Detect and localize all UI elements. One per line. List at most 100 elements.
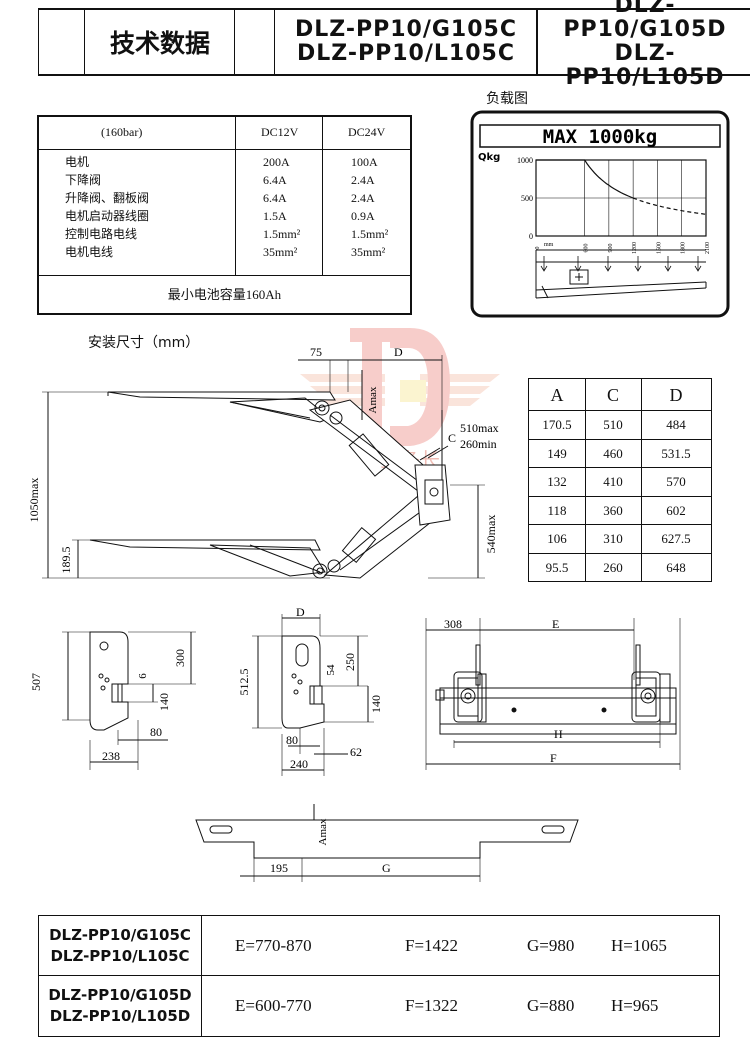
dim-54: 54 [325, 664, 337, 676]
tech-row-dc12: 6.4A [263, 191, 287, 205]
dim-140-left: 140 [157, 693, 171, 711]
y-tick-label: 0 [529, 232, 533, 241]
tech-row-dc24: 2.4A [351, 173, 375, 187]
dim-cell: 570 [666, 474, 686, 489]
dim-cell: 95.5 [545, 559, 569, 575]
header-title-cell: 技术数据 [84, 10, 235, 74]
dim-D-mid: D [296, 605, 305, 619]
tech-row-label: 电机启动器线圈 [65, 209, 150, 223]
y-tick-label: 1000 [517, 156, 533, 165]
dim-189-5: 189.5 [59, 547, 73, 574]
dim-D-top: D [394, 345, 403, 359]
load-arrow-head [574, 265, 582, 272]
dim-540max: 540max [484, 515, 498, 554]
dim-cell: 531.5 [661, 445, 691, 461]
header-blank-cell [38, 10, 85, 74]
chart-ticks: 0 600 900 1200 1500 1800 2100 0 500 1000 mm [517, 156, 711, 254]
dim-G: G [382, 861, 391, 875]
tech-row-dc12: 1.5mm² [263, 227, 301, 241]
bottom-value-H: H=965 [611, 996, 659, 1015]
tech-row-dc24: 35mm² [351, 245, 386, 259]
tech-row-dc24: 2.4A [351, 191, 375, 205]
load-arrow-head [540, 265, 548, 272]
model-c-line1: DLZ-PP10/G105C [294, 17, 517, 42]
max-load-label: MAX 1000kg [543, 126, 657, 148]
dim-cell: 460 [603, 445, 623, 461]
dim-1050max: 1050max [30, 478, 41, 523]
dim-C: C [448, 431, 456, 445]
header-gap-cell [234, 10, 275, 74]
bottom-model-cell: DLZ-PP10/G105C DLZ-PP10/L105C [39, 925, 201, 967]
tech-row-label: 控制电路电线 [65, 227, 138, 241]
x-tick-label: 1500 [656, 242, 662, 254]
y-tick-label: 500 [521, 194, 533, 203]
col-dc12: DC12V [261, 125, 299, 139]
dim-512-5: 512.5 [237, 669, 251, 696]
tech-row-dc24: 0.9A [351, 209, 375, 223]
x-tick-label: 900 [608, 244, 614, 253]
tech-row-dc12: 1.5A [263, 209, 287, 223]
bottom-model-line1: DLZ-PP10/G105C [49, 926, 191, 944]
tech-row-dc12: 35mm² [263, 245, 298, 259]
dim-300: 300 [173, 649, 187, 667]
install-side-view: 1050max 189.5 540max 75 D Amax C 510max … [30, 345, 499, 579]
dim-80-mid: 80 [286, 733, 298, 747]
min-battery: 最小电池容量160Ah [167, 287, 282, 302]
tech-row-dc24: 1.5mm² [351, 227, 389, 241]
x-tick-label: 600 [584, 244, 590, 253]
tech-row-label: 电机 [65, 155, 90, 169]
dim-cell: 484 [666, 417, 686, 432]
col-dc24: DC24V [348, 125, 386, 139]
col-pressure: (160bar) [101, 125, 143, 139]
dim-6: 6 [137, 673, 149, 679]
bottom-value-E: E=770-870 [235, 936, 312, 955]
header-title: 技术数据 [109, 29, 210, 58]
tech-row-label: 升降阀、翻板阀 [65, 191, 150, 205]
load-curve [536, 159, 634, 199]
dim-507: 507 [29, 673, 43, 691]
dim-cell: 648 [666, 559, 686, 575]
fork-schematic [535, 249, 707, 299]
model-d-line2: DLZ-PP10/L105D [565, 41, 725, 90]
y-axis-label: Qkg [478, 152, 500, 163]
dim-cell: 602 [666, 502, 686, 518]
dim-cell: 410 [603, 474, 623, 489]
dim-header-D: D [669, 385, 683, 405]
x-tick-label: 2100 [705, 242, 711, 254]
dim-62: 62 [350, 745, 362, 759]
dim-cell: 260 [603, 559, 623, 575]
header-table: 技术数据 DLZ-PP10/G105C DLZ-PP10/L105C DLZ-P… [38, 0, 750, 90]
dim-E: E [552, 617, 559, 631]
dim-cell: 149 [547, 445, 567, 461]
bottom-value-G: G=880 [527, 996, 575, 1015]
dim-250: 250 [343, 653, 357, 671]
plate-view-mid: D 512.5 54 250 140 80 62 240 [237, 605, 383, 776]
x-tick-label: 1200 [632, 242, 638, 254]
load-chart-heading: 负载图 [486, 91, 528, 107]
bottom-model-line1: DLZ-PP10/G105D [48, 986, 192, 1004]
bottom-model-line2: DLZ-PP10/L105C [50, 947, 190, 965]
dim-cell: 106 [547, 531, 567, 546]
dim-195: 195 [270, 861, 288, 875]
x-tick-label: 0 [535, 247, 541, 250]
model-c-line2: DLZ-PP10/L105C [297, 41, 515, 66]
dim-cell: 310 [603, 531, 623, 546]
tech-row-dc12: 6.4A [263, 173, 287, 187]
load-arrow-head [664, 265, 672, 272]
dim-header-C: C [606, 385, 619, 405]
install-heading: 安装尺寸（mm） [88, 335, 200, 351]
chart-grid [535, 159, 707, 237]
dim-F: F [550, 751, 557, 765]
x-tick-label: 1800 [681, 242, 687, 254]
x-unit-label: mm [544, 242, 554, 248]
dim-Amax: Amax [367, 386, 379, 413]
dim-cell: 510 [603, 417, 623, 432]
fork-load-arrows [540, 256, 702, 272]
dim-header-A: A [550, 385, 564, 405]
dim-260min: 260min [460, 437, 497, 451]
dim-cell: 132 [547, 474, 567, 489]
